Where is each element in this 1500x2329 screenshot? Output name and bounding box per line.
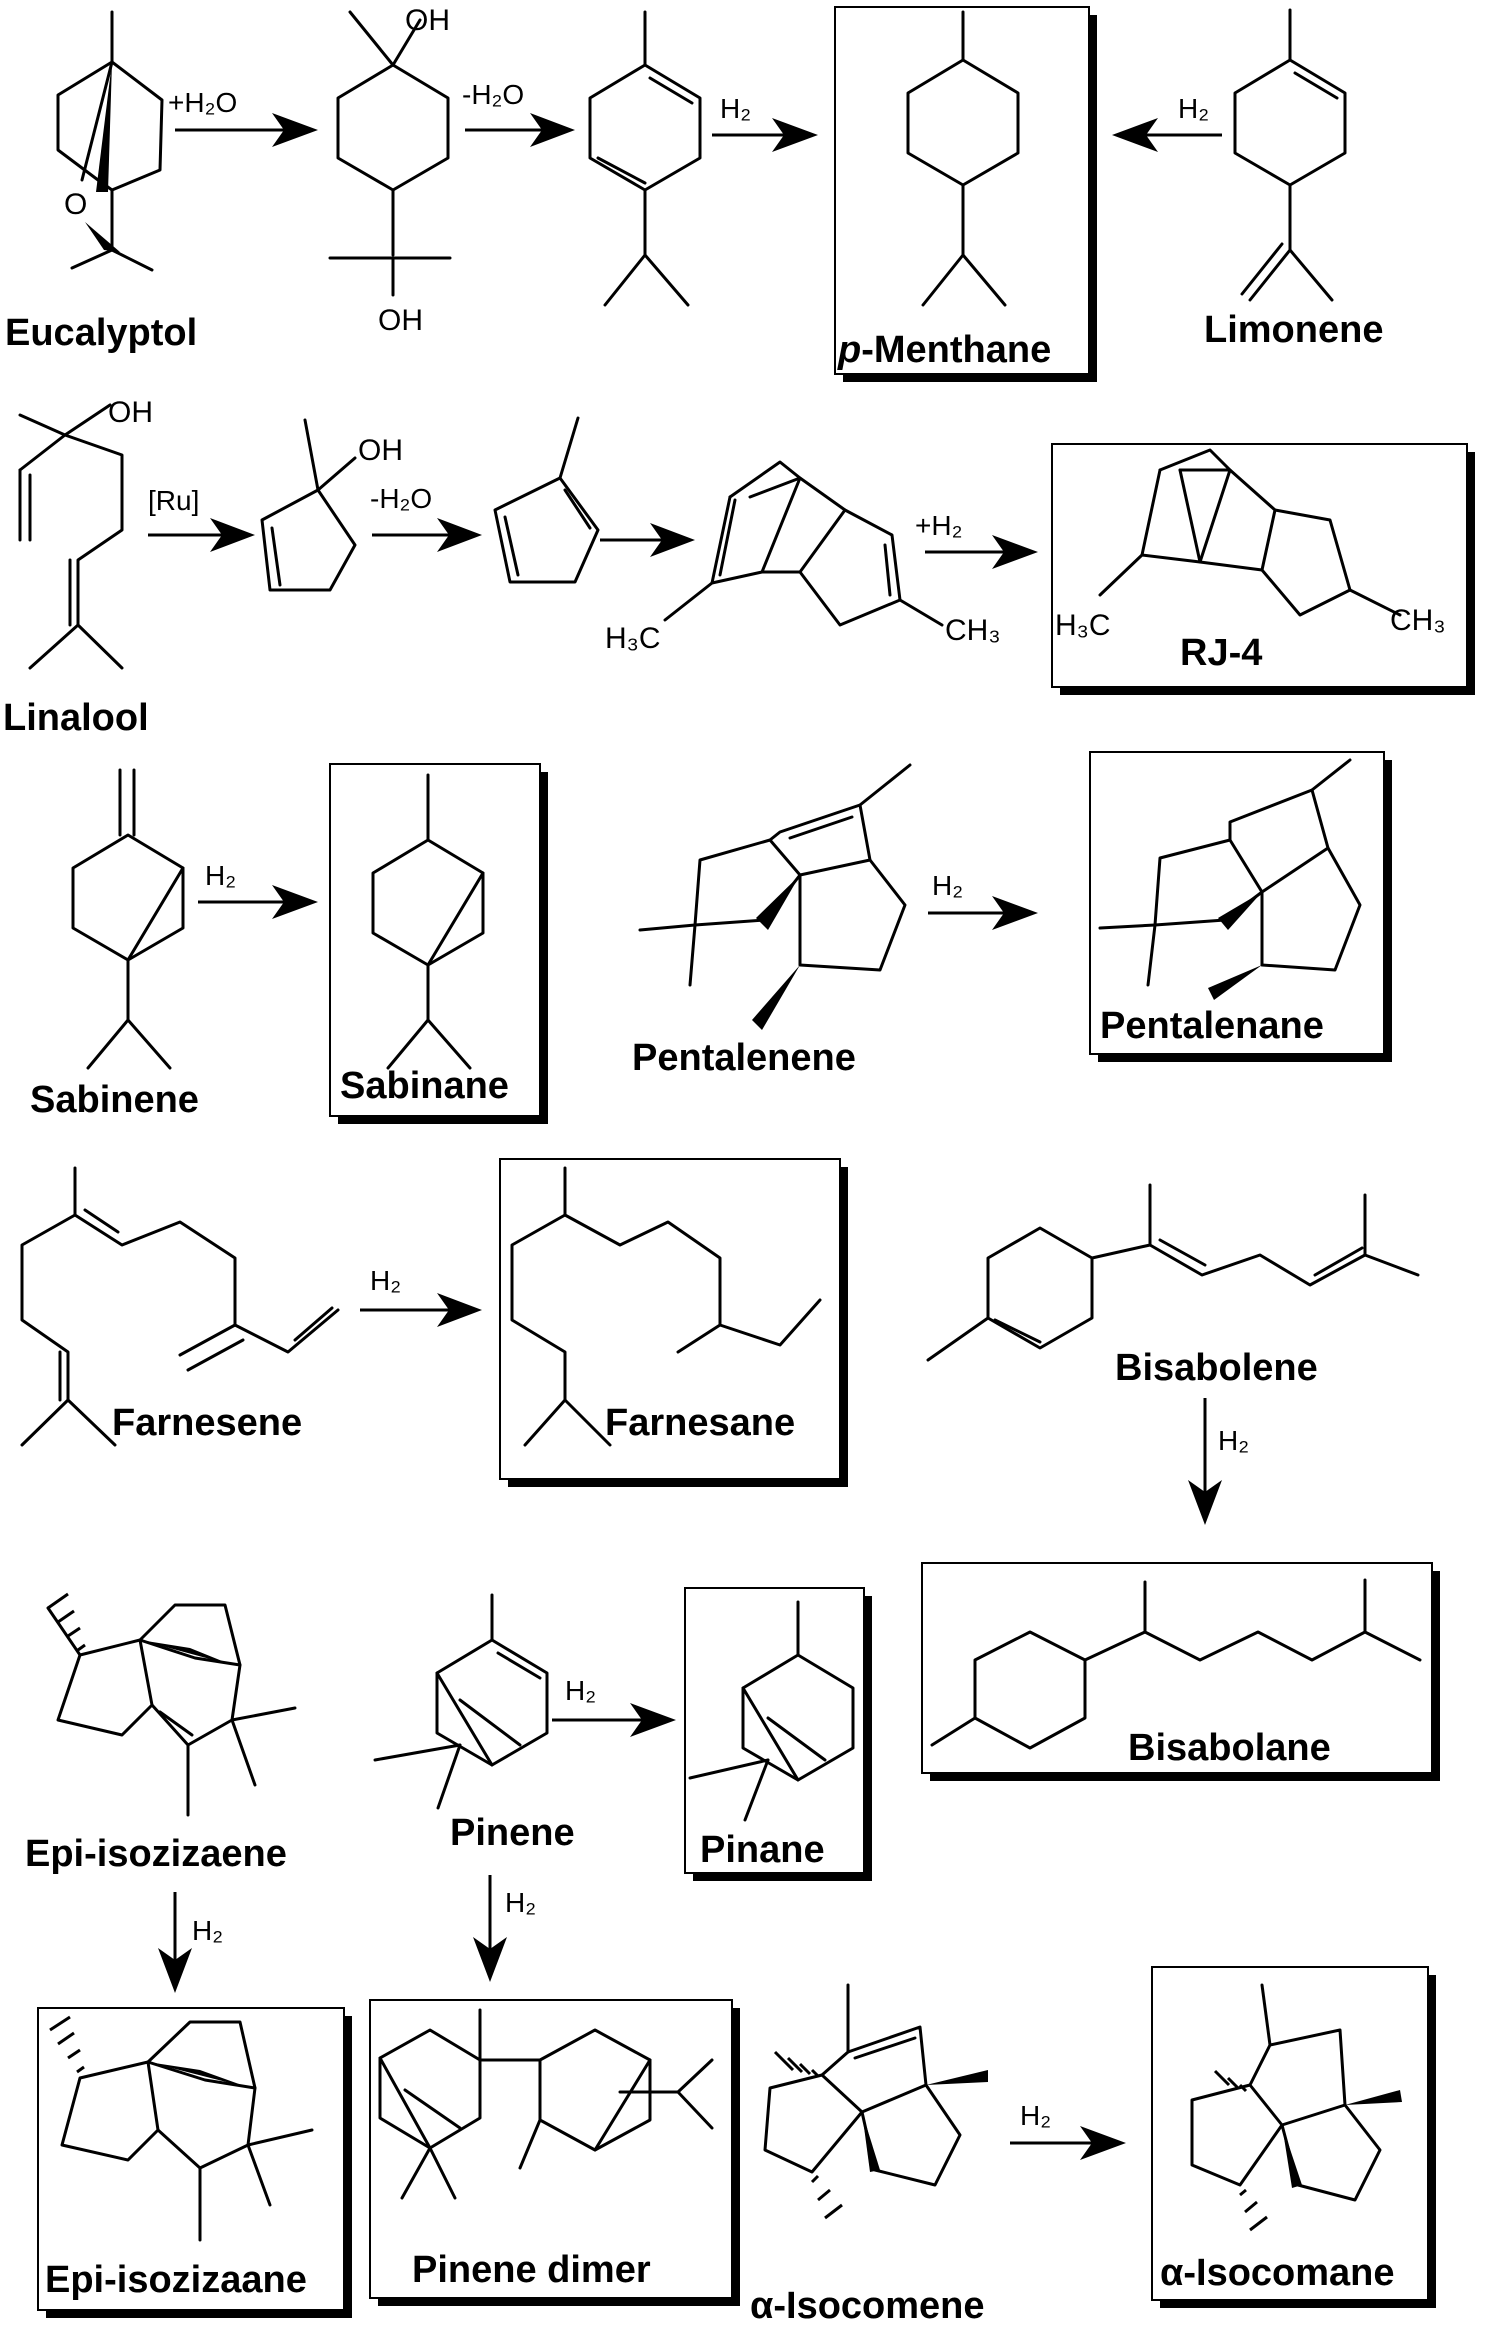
condition-h2: H₂ <box>192 1915 223 1946</box>
pentalenene-structure <box>638 763 912 1030</box>
linalool-structure: OH <box>18 396 153 670</box>
hydroxyl-label: OH <box>358 434 403 467</box>
label-pentalenene: Pentalenene <box>632 1037 856 1079</box>
pentalenane-structure <box>1098 758 1362 1000</box>
condition-h2: H₂ <box>565 1675 596 1706</box>
condition-h2: H₂ <box>205 860 236 891</box>
condition-h2: H₂ <box>1218 1425 1249 1456</box>
condition-h2: H₂ <box>932 870 963 901</box>
condition-ru-catalyst: [Ru] <box>148 485 199 516</box>
condition-minus-water: -H₂O <box>370 483 432 514</box>
bisabolene-structure <box>926 1183 1420 1362</box>
label-pinene-dimer: Pinene dimer <box>412 2249 651 2291</box>
condition-plus-h2: +H₂ <box>915 510 962 541</box>
condition-h2: H₂ <box>720 93 751 124</box>
epi-isozizaene-hashed-methyl <box>47 1592 86 1652</box>
label-rj4: RJ-4 <box>1180 632 1262 674</box>
alpha-isocomene-hashed-methyls <box>773 2050 843 2220</box>
pinane-structure <box>688 1600 855 1822</box>
condition-h2: H₂ <box>1178 93 1209 124</box>
limonene-structure <box>1233 8 1347 302</box>
label-sabinene: Sabinene <box>30 1079 199 1121</box>
label-alpha-isocomene: α-Isocomene <box>750 2285 985 2327</box>
label-sabinane: Sabinane <box>340 1065 509 1107</box>
label-pentalenane: Pentalenane <box>1100 1005 1324 1047</box>
bisabolane-structure <box>930 1578 1422 1750</box>
terpineol-hydrate-structure: OH OH <box>328 4 452 337</box>
farnesene-structure <box>20 1166 340 1447</box>
label-bisabolane: Bisabolane <box>1128 1727 1331 1769</box>
label-epi-isozizaene: Epi-isozizaene <box>25 1833 287 1875</box>
pinene-dimer-structure <box>378 2008 714 2200</box>
condition-h2: H₂ <box>1020 2100 1051 2131</box>
epi-isozizaene-structure <box>46 1603 297 1817</box>
methyl-label-h3c: H₃C <box>1055 609 1111 642</box>
methyl-label-h3c: H₃C <box>605 622 661 655</box>
condition-h2: H₂ <box>505 1887 536 1918</box>
label-farnesene: Farnesene <box>112 1402 302 1444</box>
label-limonene: Limonene <box>1204 309 1383 351</box>
methyl-label-ch3: CH₃ <box>1390 604 1446 637</box>
label-eucalyptol: Eucalyptol <box>5 312 197 354</box>
label-alpha-isocomane: α-Isocomane <box>1160 2252 1395 2294</box>
farnesane-structure <box>510 1166 822 1447</box>
methyl-label-ch3: CH₃ <box>945 614 1001 647</box>
oxygen-atom-label: O <box>64 188 87 221</box>
epi-isozizaane-structure <box>49 2015 314 2242</box>
rj4-structure: H₃C CH₃ <box>1055 448 1446 642</box>
methylcyclopentadiene-structure <box>493 416 600 584</box>
condition-add-water: +H₂O <box>168 87 237 118</box>
p-menthane-structure <box>906 10 1020 307</box>
pinene-structure <box>373 1593 549 1810</box>
label-epi-isozizaane: Epi-isozizaane <box>45 2259 307 2301</box>
terpinene-structure <box>588 10 702 307</box>
dimethyl-dicyclopentadiene-structure: H₃C CH₃ <box>605 460 1001 655</box>
alpha-isocomene-structure <box>763 1983 988 2187</box>
product-boxes <box>37 6 1475 2318</box>
label-pinene: Pinene <box>450 1812 575 1854</box>
alpha-isocomane-structure <box>1190 1983 1402 2232</box>
sabinene-structure <box>71 768 185 1070</box>
hydroxyl-label: OH <box>378 304 423 337</box>
condition-h2: H₂ <box>370 1265 401 1296</box>
hydroxyl-label: OH <box>108 396 153 429</box>
methylcyclopentenol-structure: OH <box>260 418 403 592</box>
label-bisabolene: Bisabolene <box>1115 1347 1318 1389</box>
label-pinane: Pinane <box>700 1829 825 1871</box>
condition-minus-water: -H₂O <box>462 79 524 110</box>
label-p-menthane: p-Menthane <box>837 329 1051 371</box>
label-linalool: Linalool <box>3 697 149 739</box>
label-farnesane: Farnesane <box>605 1402 795 1444</box>
eucalyptol-structure: O <box>56 10 164 272</box>
sabinane-structure <box>371 773 485 1070</box>
hydroxyl-label: OH <box>405 4 450 37</box>
